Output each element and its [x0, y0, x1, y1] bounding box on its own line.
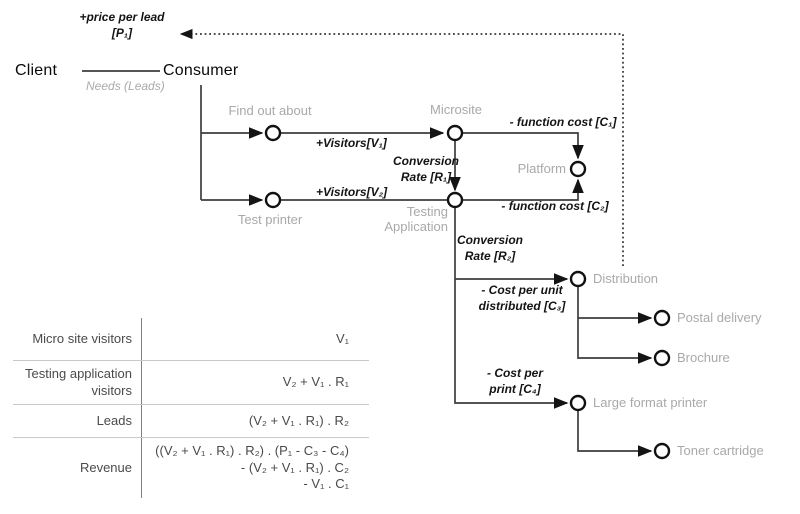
visitors-v1-label: +Visitors[V₁] — [316, 136, 387, 150]
microsite-label: Microsite — [429, 102, 482, 117]
testing-application-label: Testing Application — [384, 204, 448, 234]
postal-delivery-label: Postal delivery — [677, 310, 762, 325]
node-testing-application — [446, 191, 464, 209]
conversion-rate-r1-label: Conversion Rate [R₁] — [392, 154, 459, 184]
table-row: Testing application visitors V₂ + V₁ . R… — [13, 360, 369, 404]
brochure-label: Brochure — [677, 350, 730, 365]
distribution-label: Distribution — [593, 271, 659, 286]
table-row-value: (V₂ + V₁ . R₁) . R₂ — [248, 412, 349, 428]
toner-cartridge-label: Toner cartridge — [677, 443, 764, 458]
node-toner-cartridge — [653, 442, 671, 460]
cost-per-print-c4-label: - Cost per print [C₄] — [486, 366, 543, 396]
table-row-label: Leads — [13, 405, 142, 437]
large-format-printer-label: Large format printer — [593, 395, 708, 410]
edge-testing-app-to-platform — [463, 178, 584, 201]
flow-edges — [82, 70, 653, 457]
edge-microsite-to-platform — [463, 132, 584, 160]
flow-nodes — [264, 124, 671, 460]
table-row: Leads (V₂ + V₁ . R₁) . R₂ — [13, 404, 369, 437]
price-per-lead-label: +price per lead [P₁] — [79, 10, 165, 40]
table-row-label: Micro site visitors — [13, 318, 142, 360]
consumer-label: Consumer — [163, 62, 239, 79]
edge-large-format-to-toner — [577, 410, 653, 457]
client-label: Client — [15, 62, 58, 79]
function-cost-c1-label: - function cost [C₁] — [509, 115, 617, 129]
table-row-label: Revenue — [13, 438, 142, 498]
node-find-out-about — [264, 124, 282, 142]
node-brochure — [653, 349, 671, 367]
cost-per-unit-c3-label: - Cost per unit distributed [C₃] — [478, 283, 566, 313]
needs-leads-label: Needs (Leads) — [86, 79, 165, 93]
visitors-v2-label: +Visitors[V₂] — [316, 185, 388, 199]
table-row-label: Testing application visitors — [13, 361, 142, 404]
table-row: Revenue ((V₂ + V₁ . R₁) . R₂) . (P₁ - C₃… — [13, 437, 369, 498]
node-microsite — [446, 124, 464, 142]
node-distribution — [569, 270, 587, 288]
table-row: Micro site visitors V₁ — [13, 318, 369, 360]
test-printer-label: Test printer — [237, 212, 303, 227]
table-row-value: V₁ — [335, 330, 349, 346]
function-cost-c2-label: - function cost [C₂] — [501, 199, 609, 213]
table-row-value: ((V₂ + V₁ . R₁) . R₂) . (P₁ - C₃ - C₄) -… — [155, 442, 349, 492]
node-postal-delivery — [653, 309, 671, 327]
node-large-format-printer — [569, 394, 587, 412]
conversion-rate-r2-label: Conversion Rate [R₂] — [456, 233, 523, 263]
platform-label: Platform — [517, 161, 566, 176]
node-test-printer — [264, 191, 282, 209]
find-out-about-label: Find out about — [228, 103, 312, 118]
edge-distribution-to-brochure — [577, 286, 653, 364]
edge-testing-app-to-large-format — [454, 208, 569, 409]
formula-table: Micro site visitors V₁ Testing applicati… — [13, 318, 369, 498]
node-platform — [569, 160, 587, 178]
table-row-value: V₂ + V₁ . R₁ — [282, 374, 349, 390]
